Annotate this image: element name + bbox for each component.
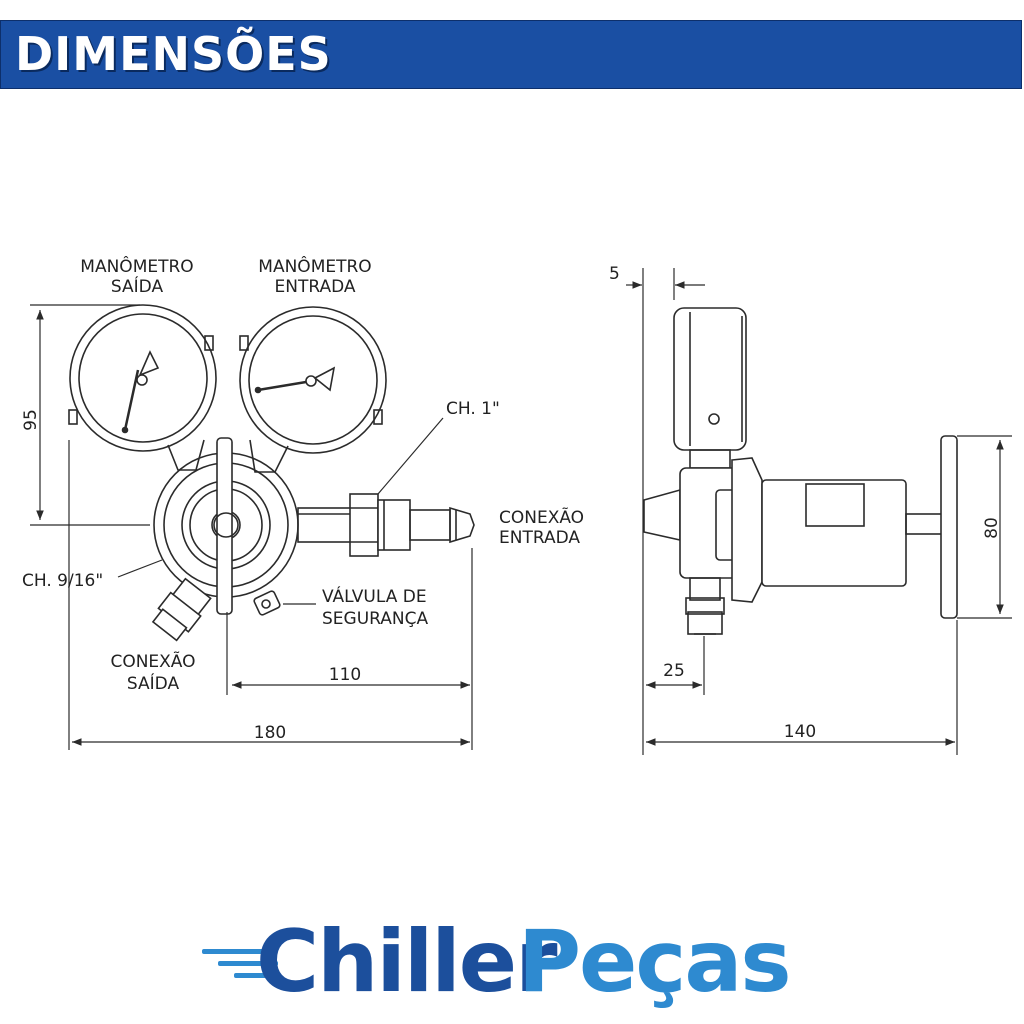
inlet-connection-label-line1: CONEXÃO <box>499 506 584 528</box>
dim-handle-height-value: 80 <box>982 517 1002 539</box>
front-dimensions <box>30 304 473 750</box>
inlet-connection <box>297 493 475 557</box>
inlet-gauge-label-line1: MANÔMETRO <box>258 255 371 277</box>
outlet-connection <box>151 577 212 642</box>
wrench-outlet-label: CH. 9/16" <box>22 571 103 591</box>
dim-total-depth-value: 140 <box>784 722 816 742</box>
wrench-inlet-label: CH. 1" <box>446 399 500 419</box>
dim-total-width-value: 180 <box>254 723 286 743</box>
inlet-connection-label-line2: ENTRADA <box>499 528 580 548</box>
side-dimensions <box>626 268 1012 755</box>
safety-valve-shape <box>253 590 281 616</box>
outlet-gauge <box>68 304 217 471</box>
dim-inlet-length-value: 110 <box>329 665 361 685</box>
logo-text-pecas: Peças <box>518 912 790 1012</box>
safety-valve-label-line2: SEGURANÇA <box>322 609 428 629</box>
front-view <box>68 304 475 642</box>
logo-speed-lines-icon <box>202 949 280 978</box>
dim-outlet-depth-value: 25 <box>663 661 685 681</box>
dim-offset-value: 5 <box>609 264 620 284</box>
logo-text-chiller: Chiller <box>256 912 558 1012</box>
outlet-connection-label-line1: CONEXÃO <box>110 650 195 672</box>
dim-height-value: 95 <box>21 409 41 431</box>
chiller-pecas-logo: Chiller Peças <box>202 912 792 1012</box>
inlet-gauge-label-line2: ENTRADA <box>274 277 355 297</box>
header-banner: DIMENSÕES <box>0 20 1022 89</box>
outlet-gauge-label-line1: MANÔMETRO <box>80 255 193 277</box>
outlet-gauge-label-line2: SAÍDA <box>111 275 164 297</box>
outlet-connection-label-line2: SAÍDA <box>127 672 180 694</box>
inlet-gauge <box>239 306 387 473</box>
safety-valve-label-line1: VÁLVULA DE <box>322 585 427 607</box>
page-title: DIMENSÕES <box>15 27 332 81</box>
side-view <box>643 307 958 635</box>
regulator-body <box>153 437 299 615</box>
